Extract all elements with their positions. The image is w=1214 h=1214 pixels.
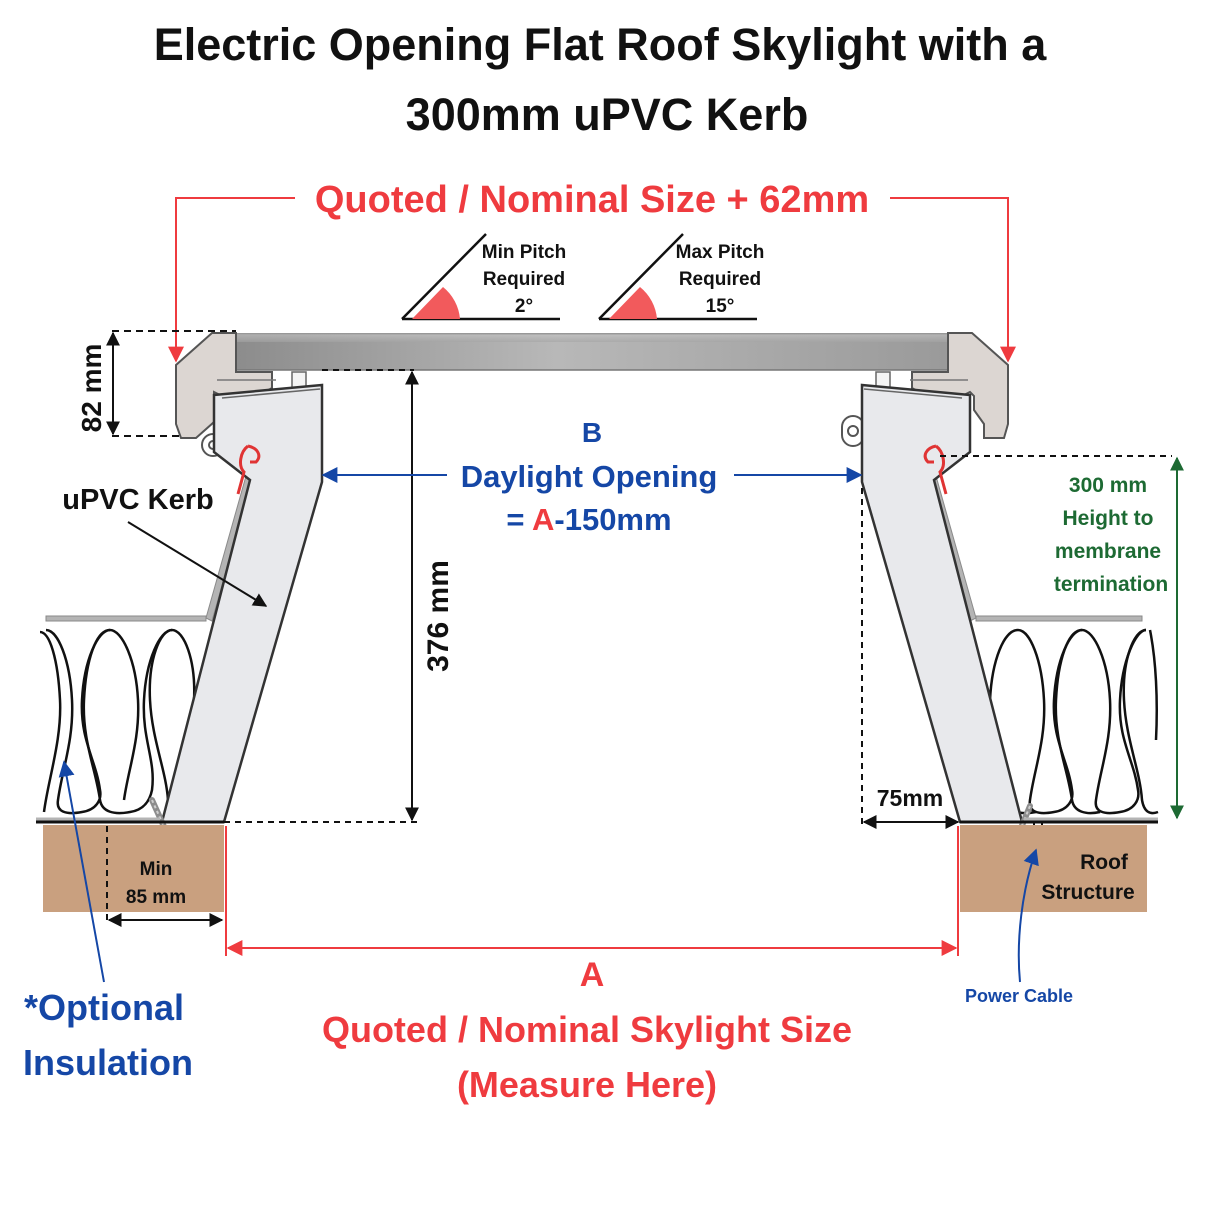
optional-line-1: *Optional [24,987,184,1028]
min85-line-2: 85 mm [126,887,186,908]
dim-75mm-label: 75mm [877,785,943,811]
max-pitch-line-1: Max Pitch [676,242,765,263]
kerb-left [160,383,324,824]
roof-structure-right [960,825,1147,912]
min85-line-1: Min [140,859,173,880]
max-pitch-value: 15° [706,296,735,317]
daylight-opening-label: Daylight Opening [461,459,718,494]
optional-insulation-callout: *Optional Insulation [23,760,193,1083]
optional-line-2: Insulation [23,1042,193,1083]
formula-eq: = [506,502,532,537]
title-line-1: Electric Opening Flat Roof Skylight with… [154,19,1048,70]
upvc-kerb-callout: uPVC Kerb [62,484,268,607]
title-line-2: 300mm uPVC Kerb [406,89,809,140]
upvc-kerb-label: uPVC Kerb [62,484,213,516]
max-pitch-icon: Max Pitch Required 15° [598,233,765,321]
min-pitch-line-2: Required [483,269,565,290]
insulation-left [39,628,196,815]
dim-376mm: 376 mm [224,369,455,823]
insulation-right [988,628,1159,815]
dim-min-85mm: Min 85 mm [106,826,224,927]
quoted-size-label: Quoted / Nominal Skylight Size [322,1009,852,1050]
roof-structure-line-1: Roof [1080,851,1129,874]
dim-75mm: 75mm [861,488,960,829]
h300-line-1: 300 mm [1069,474,1147,497]
daylight-formula: = A-150mm [506,502,671,537]
clip-right [923,444,948,495]
dim-a-nominal: A [226,940,958,994]
quoted-plus-62-label: Quoted / Nominal Size + 62mm [315,179,869,221]
dim-82mm-label: 82 mm [76,344,107,433]
dim-376mm-label: 376 mm [422,560,455,672]
h300-line-3: membrane [1055,540,1161,563]
min-pitch-line-1: Min Pitch [482,242,566,263]
dim-300mm-height: 300 mm Height to membrane termination [940,455,1184,820]
min-pitch-icon: Min Pitch Required 2° [401,233,566,321]
power-cable-callout: Power Cable [965,848,1073,1006]
roof-structure-left [43,825,224,912]
roof-structure-line-2: Structure [1041,881,1134,904]
power-cable-label: Power Cable [965,986,1073,1006]
kerb-right [860,383,1024,824]
formula-a: A [532,502,554,537]
min-pitch-value: 2° [515,296,533,317]
formula-rest: -150mm [554,502,671,537]
a-letter: A [580,956,605,994]
b-letter: B [582,417,602,448]
h300-line-2: Height to [1063,507,1154,530]
dim-82mm: 82 mm [76,330,236,437]
glazing-panel [235,333,949,371]
h300-line-4: termination [1054,573,1168,596]
measure-here-label: (Measure Here) [457,1064,717,1105]
daylight-opening-dimension: B Daylight Opening = A-150mm [321,417,863,537]
max-pitch-line-2: Required [679,269,761,290]
clip-left [236,444,261,495]
overall-size-dimension: Quoted / Nominal Size + 62mm [168,179,1016,363]
